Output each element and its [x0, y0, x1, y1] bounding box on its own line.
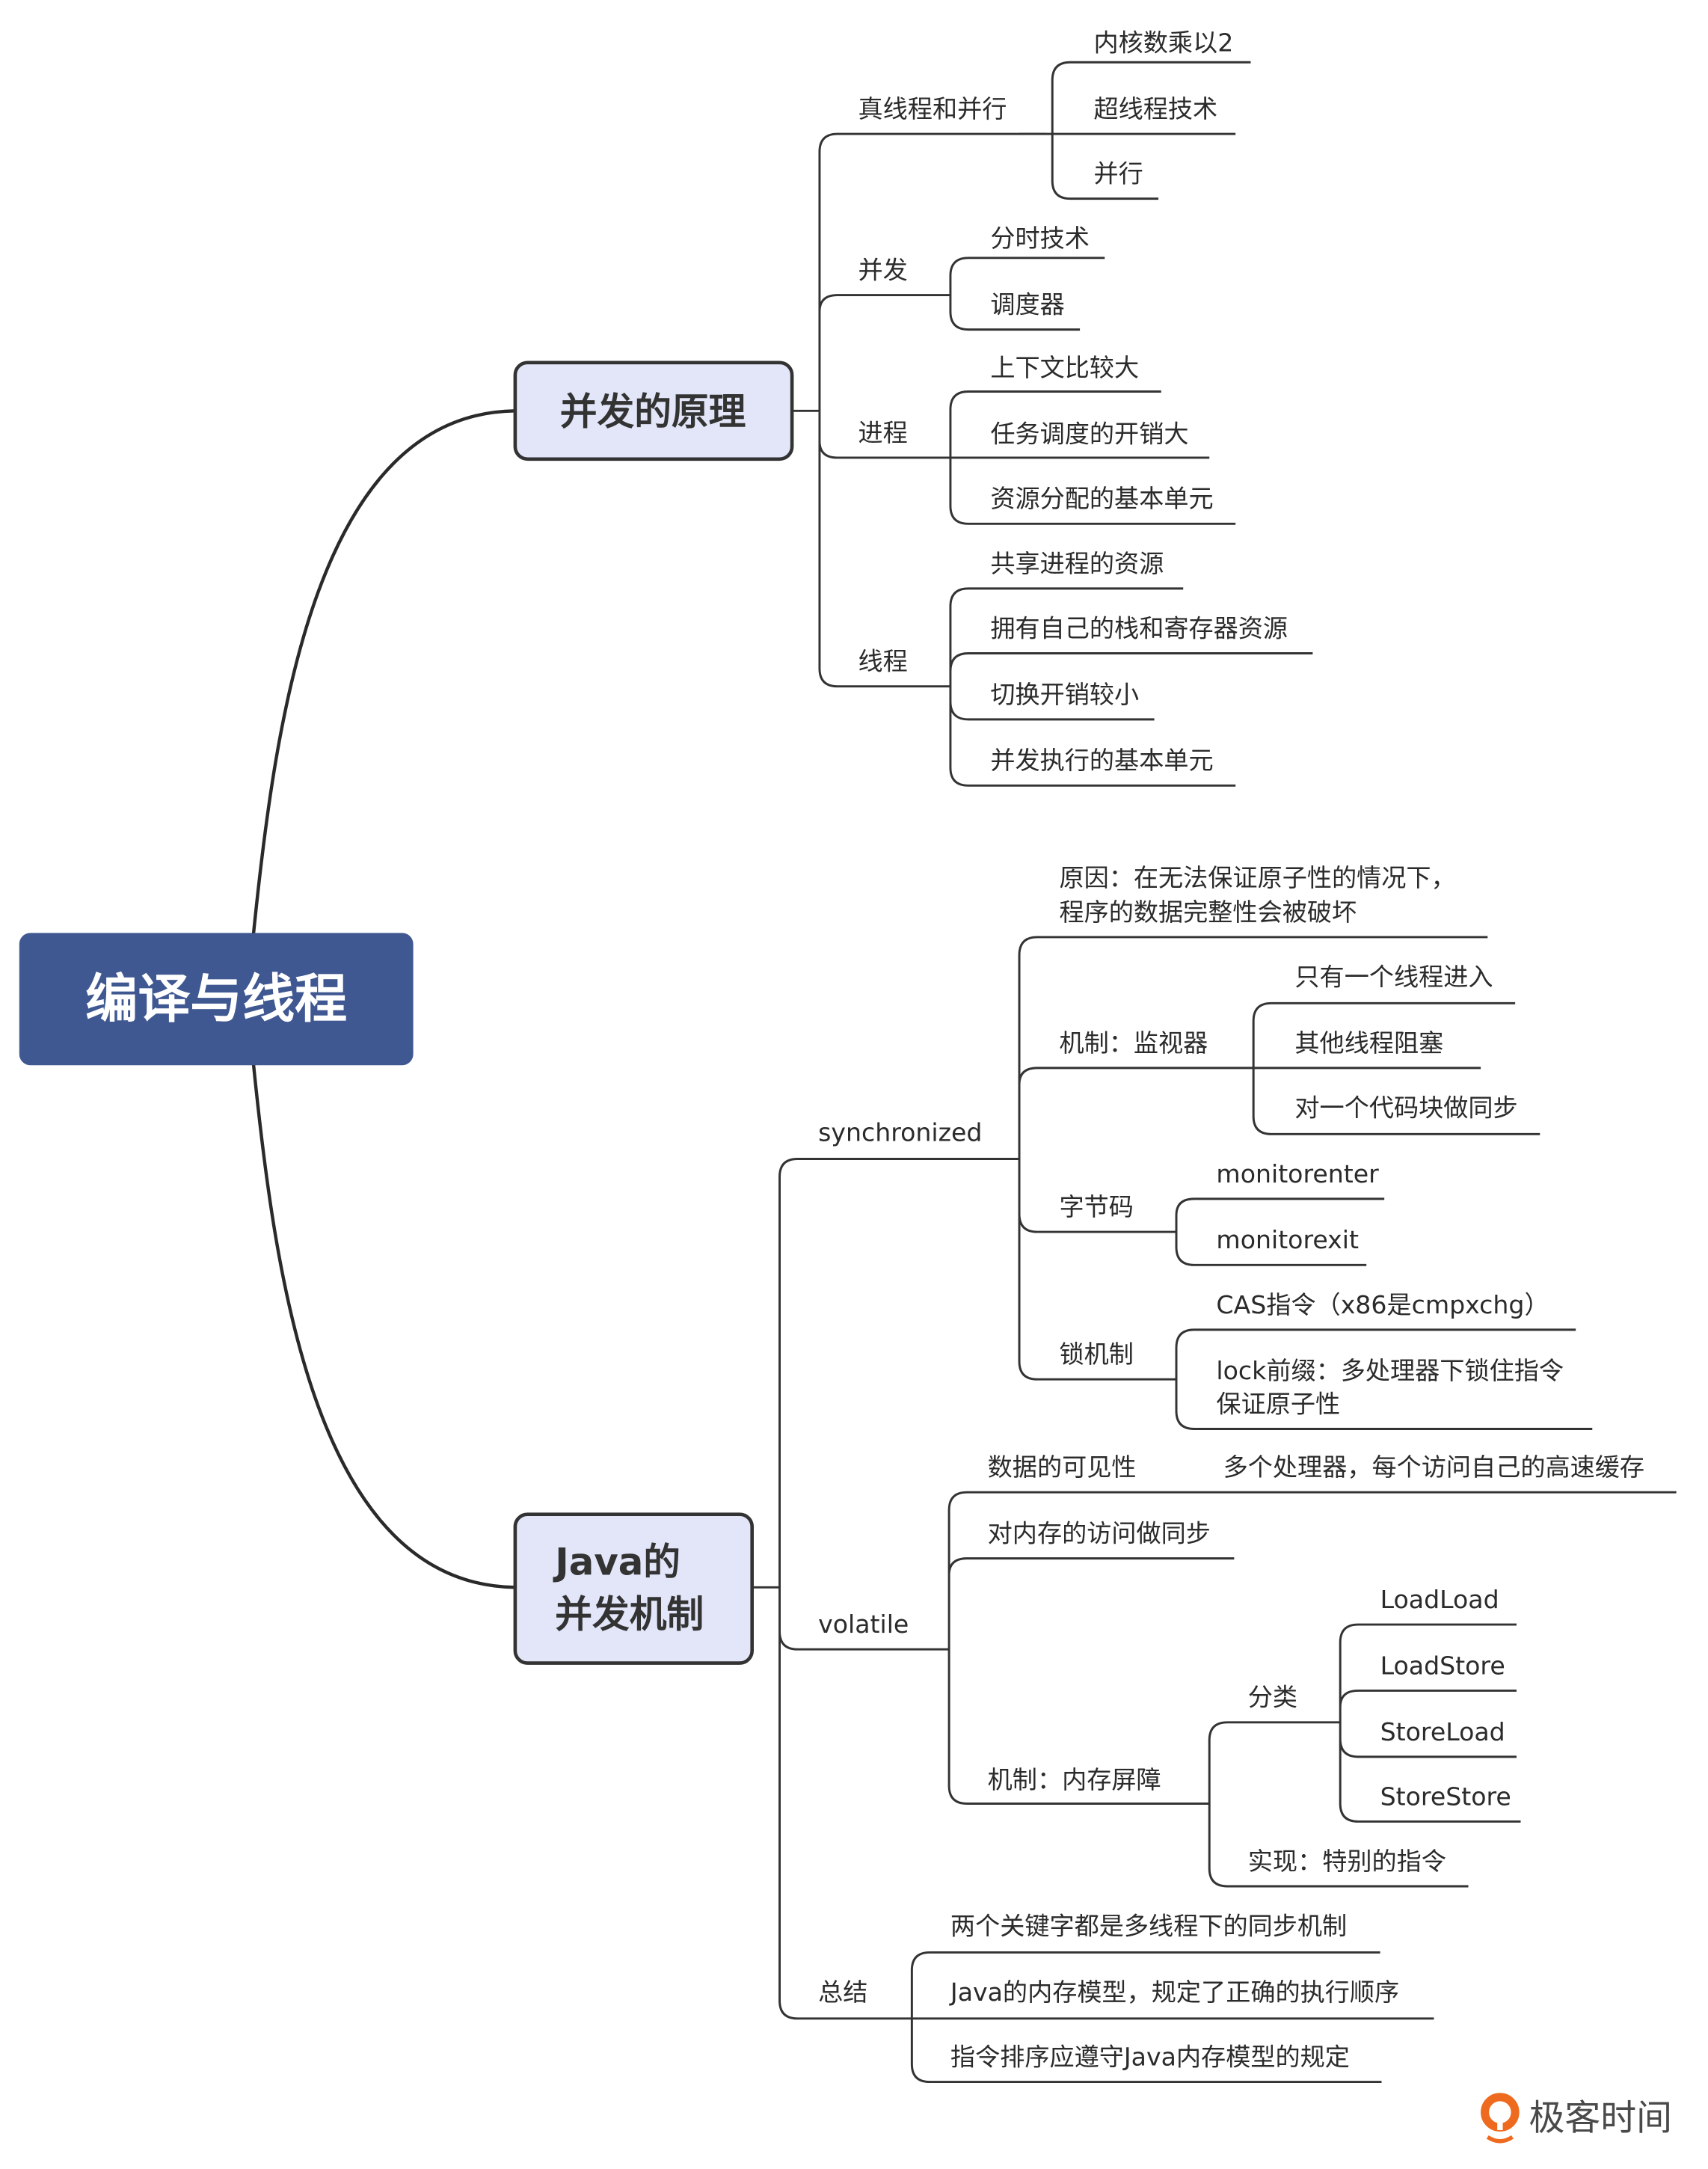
connector-category: [1339, 1623, 1521, 1823]
connector-synchronized: [1018, 936, 1488, 1381]
branch-label-java-line1: Java的: [553, 1541, 681, 1584]
root-label: 编译与线程: [85, 969, 347, 1030]
branch-node-java-mechanism[interactable]: Java的 并发机制: [513, 1512, 754, 1665]
leaf[interactable]: 两个关键字都是多线程下的同步机制: [950, 1911, 1347, 1940]
branch-node-principle[interactable]: 并发的原理: [513, 361, 794, 461]
connector-concurrency: [949, 257, 1105, 331]
leaf[interactable]: StoreLoad: [1380, 1717, 1505, 1746]
leaf[interactable]: 只有一个线程进入: [1294, 962, 1493, 991]
leaf[interactable]: 分时技术: [990, 224, 1090, 253]
leaf[interactable]: LoadStore: [1380, 1651, 1505, 1680]
branch-label-principle: 并发的原理: [560, 390, 746, 434]
node-lock-mechanism[interactable]: 锁机制: [1059, 1340, 1133, 1369]
leaf[interactable]: 对一个代码块做同步: [1294, 1093, 1517, 1122]
node-memory-sync[interactable]: 对内存的访问做同步: [988, 1519, 1211, 1548]
leaf[interactable]: 超线程技术: [1093, 94, 1217, 123]
node-implementation[interactable]: 实现：特别的指令: [1248, 1847, 1446, 1876]
node-process[interactable]: 进程: [858, 418, 908, 447]
connector-thread: [949, 587, 1313, 787]
connector-monitor: [1252, 1001, 1540, 1135]
leaf-lock-prefix-line2[interactable]: 保证原子性: [1216, 1389, 1340, 1418]
node-reason-line1[interactable]: 原因：在无法保证原子性的情况下，: [1059, 863, 1455, 892]
leaf[interactable]: 任务调度的开销大: [990, 420, 1188, 449]
leaf[interactable]: 并行: [1093, 159, 1143, 188]
leaf[interactable]: 切换开销较小: [990, 680, 1139, 709]
connector-volatile: [947, 1491, 1677, 1805]
branch-label-java-line2: 并发机制: [555, 1593, 704, 1636]
node-memory-barrier[interactable]: 机制：内存屏障: [988, 1765, 1161, 1794]
connector-true-thread: [1019, 61, 1251, 200]
leaf[interactable]: 并发执行的基本单元: [990, 746, 1213, 775]
connector-trunk-principle: [818, 132, 1047, 688]
node-volatile[interactable]: volatile: [818, 1610, 909, 1639]
leaf-lock-prefix-line1[interactable]: lock前缀：多处理器下锁住指令: [1216, 1356, 1564, 1385]
connector-root-to-branch-1: [251, 409, 515, 935]
leaf[interactable]: 资源分配的基本单元: [990, 484, 1213, 513]
node-monitor[interactable]: 机制：监视器: [1059, 1028, 1208, 1058]
leaf[interactable]: LoadLoad: [1380, 1585, 1499, 1614]
node-reason-line2[interactable]: 程序的数据完整性会被破坏: [1059, 898, 1357, 927]
watermark-text: 极客时间: [1529, 2098, 1673, 2139]
connector-bytecode: [1175, 1197, 1385, 1266]
connector-root-to-branch-2: [251, 1064, 515, 1589]
leaf[interactable]: 上下文比较大: [990, 353, 1139, 382]
leaf[interactable]: 共享进程的资源: [990, 549, 1164, 578]
node-summary[interactable]: 总结: [818, 1978, 867, 2007]
leaf[interactable]: 指令排序应遵守Java内存模型的规定: [950, 2042, 1350, 2071]
node-thread[interactable]: 线程: [858, 647, 908, 676]
leaf[interactable]: Java的内存模型，规定了正确的执行顺序: [949, 1978, 1399, 2007]
node-visibility[interactable]: 数据的可见性: [988, 1452, 1137, 1482]
node-bytecode[interactable]: 字节码: [1059, 1192, 1133, 1221]
node-synchronized[interactable]: synchronized: [818, 1118, 982, 1147]
connector-summary: [910, 1951, 1434, 2084]
leaf[interactable]: monitorexit: [1216, 1225, 1359, 1254]
node-concurrency[interactable]: 并发: [858, 255, 908, 284]
leaf[interactable]: 调度器: [990, 290, 1064, 319]
leaf[interactable]: 多个处理器，每个访问自己的高速缓存: [1223, 1452, 1644, 1482]
leaf[interactable]: 拥有自己的栈和寄存器资源: [990, 613, 1288, 642]
leaf[interactable]: 内核数乘以2: [1093, 28, 1233, 58]
watermark-logo: 极客时间: [1481, 2093, 1673, 2144]
leaf[interactable]: monitorenter: [1216, 1159, 1379, 1188]
leaf[interactable]: StoreStore: [1380, 1782, 1511, 1811]
leaf-cas[interactable]: CAS指令（x86是cmpxchg）: [1216, 1290, 1549, 1319]
leaf[interactable]: 其他线程阻塞: [1294, 1028, 1443, 1058]
connector-barrier: [1208, 1721, 1469, 1888]
connector-trunk-java: [778, 1157, 1020, 2020]
node-category[interactable]: 分类: [1248, 1683, 1297, 1712]
connector-lock: [1175, 1328, 1593, 1430]
node-true-thread[interactable]: 真线程和并行: [858, 94, 1007, 123]
geektime-logo-icon: [1481, 2093, 1520, 2144]
root-node[interactable]: 编译与线程: [19, 933, 414, 1066]
connector-process: [949, 390, 1236, 525]
